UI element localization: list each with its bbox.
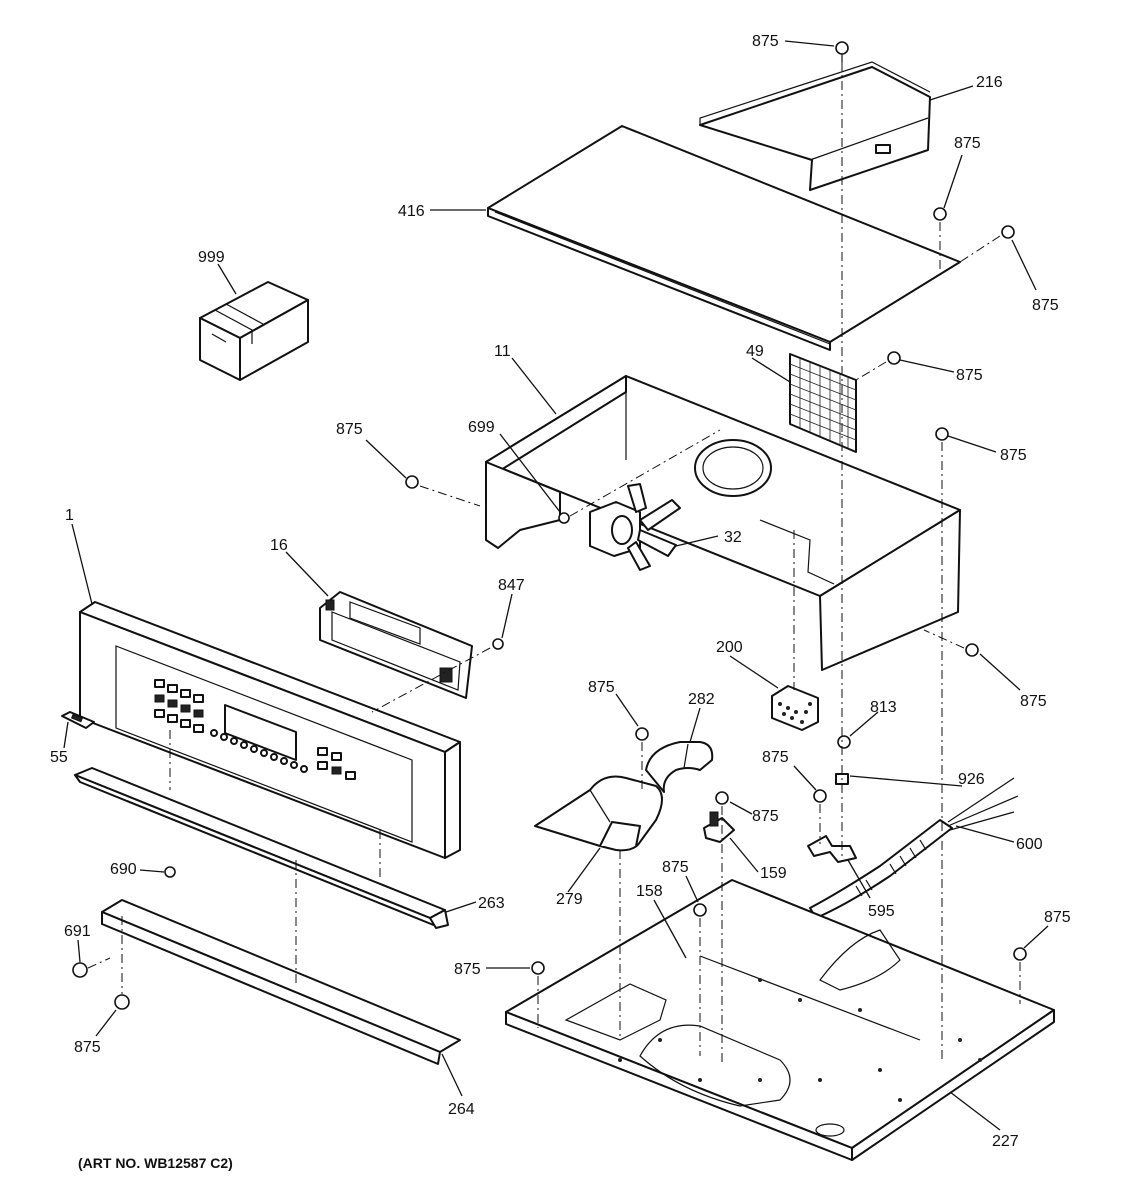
screw-813 (837, 735, 851, 749)
callout-875-bracket: 875 (74, 1039, 101, 1056)
part-159-bracket (703, 811, 735, 843)
part-227-base-pan (505, 879, 1055, 1161)
callout-416: 416 (398, 203, 425, 220)
screw-699 (558, 512, 570, 524)
screw-875-159 (715, 791, 729, 805)
callout-49: 49 (746, 343, 764, 360)
art-number: (ART NO. WB12587 C2) (78, 1155, 233, 1171)
screw-875-duct (635, 727, 649, 741)
callout-282: 282 (688, 691, 715, 708)
callout-263: 263 (478, 895, 505, 912)
callout-32: 32 (724, 529, 742, 546)
assembly-lines (87, 62, 1021, 1062)
callout-875-duct: 875 (588, 679, 615, 696)
screw-875-left (405, 475, 419, 489)
callout-875-159: 875 (752, 808, 779, 825)
screw-875-base-left (531, 961, 545, 975)
callout-227: 227 (992, 1133, 1019, 1150)
screw-875-416-right (1001, 225, 1015, 239)
screws (72, 41, 1027, 1010)
screw-875-158 (693, 903, 707, 917)
screw-875-bracket (114, 994, 130, 1010)
callout-11: 11 (494, 343, 511, 360)
screw-847 (492, 638, 504, 650)
callout-158: 158 (636, 883, 663, 900)
screw-875-clamp (813, 789, 827, 803)
callout-699: 699 (468, 419, 495, 436)
part-16-control-board (319, 591, 473, 699)
part-282-duct (645, 741, 714, 793)
callout-847: 847 (498, 577, 525, 594)
callout-926: 926 (958, 771, 985, 788)
part-1-control-panel (79, 601, 461, 859)
callout-875-216: 875 (954, 135, 981, 152)
screw-875-49 (887, 351, 901, 365)
part-55-badge (61, 711, 95, 729)
callout-595: 595 (868, 903, 895, 920)
part-264-bracket (101, 899, 461, 1065)
screw-690 (164, 866, 176, 878)
callout-999: 999 (198, 249, 225, 266)
callout-875-base-left: 875 (454, 961, 481, 978)
callout-875-right: 875 (1000, 447, 1027, 464)
part-49-mesh-screen (789, 353, 857, 453)
keypad-dots (210, 729, 308, 773)
screw-691 (72, 962, 88, 978)
callout-875-813: 875 (762, 749, 789, 766)
part-200-terminal-block (771, 685, 819, 731)
callout-691: 691 (64, 923, 91, 940)
screw-875-216-right (933, 207, 947, 221)
callout-55: 55 (50, 749, 68, 766)
callout-200: 200 (716, 639, 743, 656)
part-32-fan-motor (589, 483, 681, 571)
callout-875-49: 875 (956, 367, 983, 384)
callout-600: 600 (1016, 836, 1043, 853)
callout-813: 813 (870, 699, 897, 716)
screw-875-base-right (1013, 947, 1027, 961)
callout-264: 264 (448, 1101, 475, 1118)
part-279-air-duct (534, 775, 663, 852)
callout-16: 16 (270, 537, 288, 554)
callout-279: 279 (556, 891, 583, 908)
callout-159: 159 (760, 865, 787, 882)
callout-875-top: 875 (752, 33, 779, 50)
leader-lines (63, 40, 1049, 1131)
callout-labels: 875 216 875 416 875 999 11 49 875 875 69… (50, 33, 1071, 1150)
screw-875-top (835, 41, 849, 62)
callout-875-base-right: 875 (1044, 909, 1071, 926)
callout-875-left: 875 (336, 421, 363, 438)
part-595-clamp (807, 835, 857, 863)
part-263-trim (74, 767, 449, 929)
part-216-cover (699, 61, 931, 191)
part-11-shroud (485, 375, 961, 671)
callout-875-158: 875 (662, 859, 689, 876)
control-buttons (154, 679, 356, 780)
screw-875-shroud-lower (965, 643, 979, 657)
callout-875-shroud: 875 (1020, 693, 1047, 710)
part-999-box (199, 281, 309, 381)
callout-216: 216 (976, 74, 1003, 91)
callout-1: 1 (65, 507, 74, 524)
part-416-top-panel (487, 125, 961, 351)
callout-690: 690 (110, 861, 137, 878)
screw-875-right (935, 427, 949, 441)
callout-875-416: 875 (1032, 297, 1059, 314)
